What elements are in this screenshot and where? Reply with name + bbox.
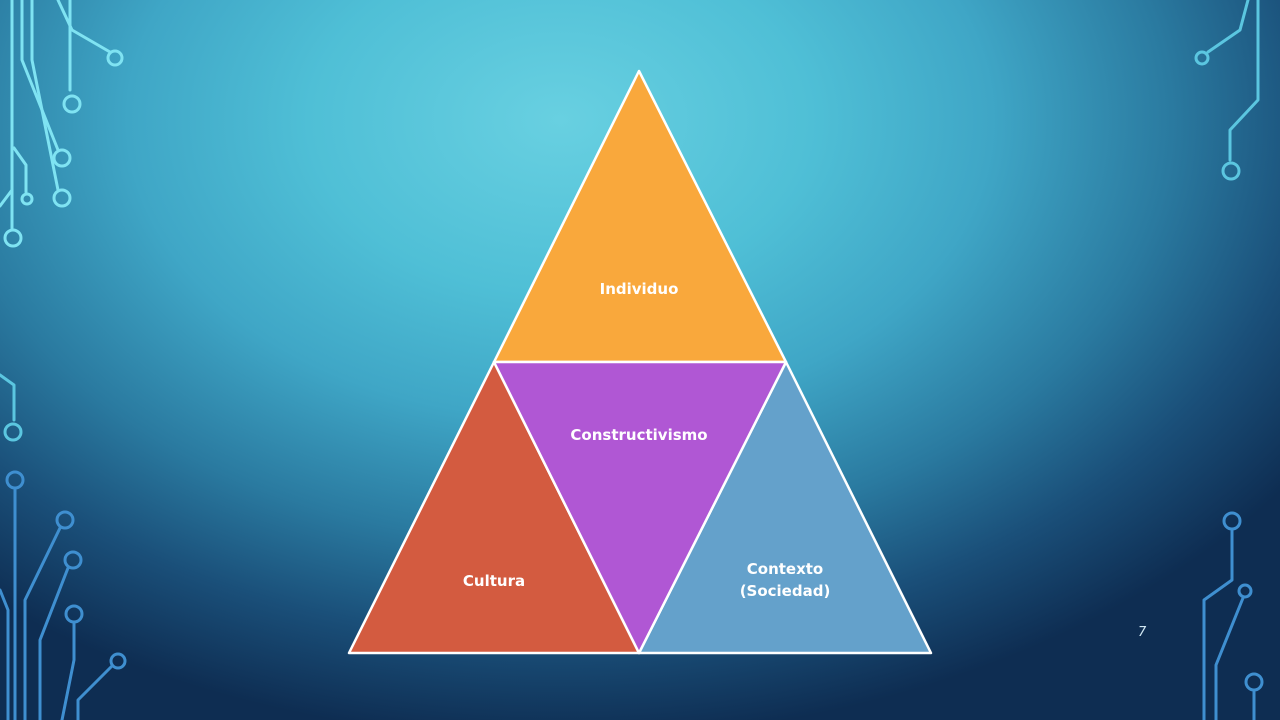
individuo-triangle xyxy=(492,69,788,364)
constructivismo-triangle xyxy=(492,360,788,655)
page-number: 7 xyxy=(1138,625,1147,640)
cultura-label: Cultura xyxy=(462,572,526,590)
constructivismo-label: Constructivismo xyxy=(570,426,708,444)
contexto-sociedad-label: Contexto (Sociedad) xyxy=(739,560,831,600)
individuo-label: Individuo xyxy=(599,280,679,298)
